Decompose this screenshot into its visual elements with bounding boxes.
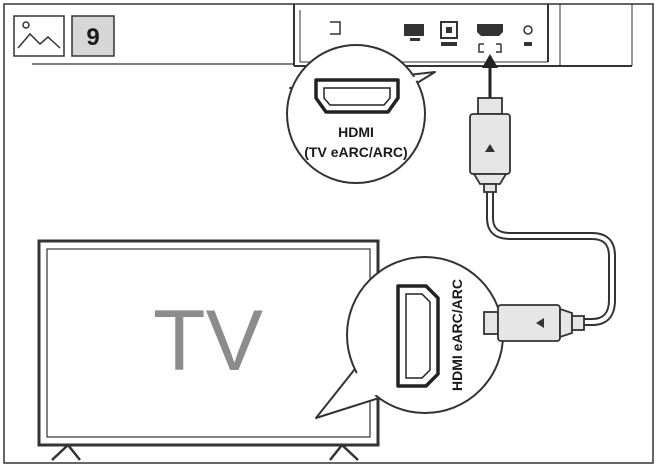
step-badge [71, 15, 115, 57]
step-header: 9 [13, 15, 295, 65]
hdmi-port-icon [314, 78, 400, 114]
rear-port-optical-icon [404, 24, 424, 41]
tv-set: TV [37, 239, 380, 461]
insert-arrow-icon [482, 54, 498, 98]
soundbar-port-label: HDMI [338, 124, 374, 140]
diagram-border [3, 3, 654, 464]
image-icon [17, 21, 61, 49]
tv-stand-left [51, 444, 81, 461]
hdmi-plug-side [483, 304, 585, 342]
rear-port-hdmi-icon [477, 24, 503, 53]
hdmi-cable [486, 186, 616, 326]
tv-port-callout: HDMI eARC/ARC [315, 256, 504, 419]
rear-port-usb-icon [440, 21, 458, 46]
tv-stand-right [329, 444, 359, 461]
tv-port-label: HDMI eARC/ARC [449, 279, 465, 391]
image-icon-frame [13, 15, 65, 57]
step-number: 9 [86, 24, 99, 51]
soundbar-port-callout: HDMI (TV eARC/ARC) [286, 44, 436, 184]
tv-label: TV [153, 293, 263, 389]
tv-hdmi-port-icon [396, 284, 440, 388]
soundbar-port-sublabel: (TV eARC/ARC) [304, 144, 407, 160]
rear-port-service-icon [523, 25, 533, 46]
hdmi-plug-top [469, 97, 511, 193]
rear-port-partial-icon [330, 21, 341, 35]
tv-screen [46, 248, 371, 438]
